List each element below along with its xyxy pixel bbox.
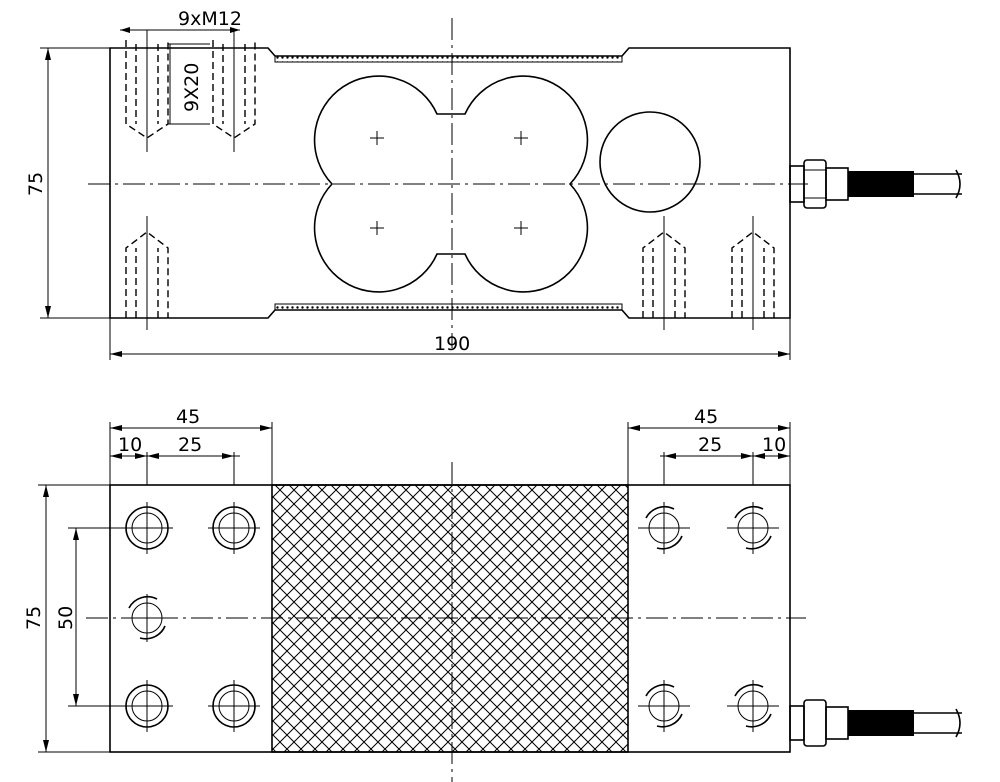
right-spacing-dimension: 25 10 xyxy=(660,434,790,485)
hole-center-marks xyxy=(370,131,528,235)
top-seal-strip xyxy=(274,55,623,63)
right-width-label: 45 xyxy=(694,406,718,428)
plan-height-dimension: 75 xyxy=(23,484,110,753)
side-height-dimension: 75 xyxy=(25,47,110,319)
left-spacing-dimension: 10 25 xyxy=(110,434,240,485)
right-spacing-label: 25 xyxy=(698,434,722,456)
hole-spacing-label: 50 xyxy=(55,606,77,630)
plan-height-label: 75 xyxy=(23,606,45,630)
cable-gland xyxy=(789,159,962,209)
cable-strain-relief xyxy=(848,171,914,197)
length-label: 190 xyxy=(434,333,470,355)
cable-bore-circle xyxy=(599,111,701,213)
side-view-body-outline xyxy=(109,47,791,319)
right-width-dimension: 45 xyxy=(627,406,791,485)
thread-callout: 9xM12 9X20 xyxy=(120,8,242,125)
hole-spacing-dimension: 50 xyxy=(55,527,147,707)
bottom-seal-strip xyxy=(274,303,623,311)
cable xyxy=(914,169,962,199)
side-height-label: 75 xyxy=(25,172,47,196)
right-threaded-holes xyxy=(638,502,779,732)
thread-label: 9xM12 xyxy=(178,8,242,30)
side-view: 9xM12 9X20 75 xyxy=(25,8,962,360)
left-edge-label: 10 xyxy=(118,434,142,456)
plan-view: 45 10 25 45 25 10 xyxy=(23,406,962,782)
left-width-dimension: 45 xyxy=(109,406,273,485)
right-edge-label: 10 xyxy=(762,434,786,456)
left-spacing-label: 25 xyxy=(178,434,202,456)
plan-cable-gland xyxy=(789,699,962,747)
length-dimension: 190 xyxy=(109,318,791,360)
depth-label: 9X20 xyxy=(181,63,203,112)
hidden-threaded-holes xyxy=(125,30,775,330)
left-mounting-holes xyxy=(121,502,260,732)
left-width-label: 45 xyxy=(176,406,200,428)
